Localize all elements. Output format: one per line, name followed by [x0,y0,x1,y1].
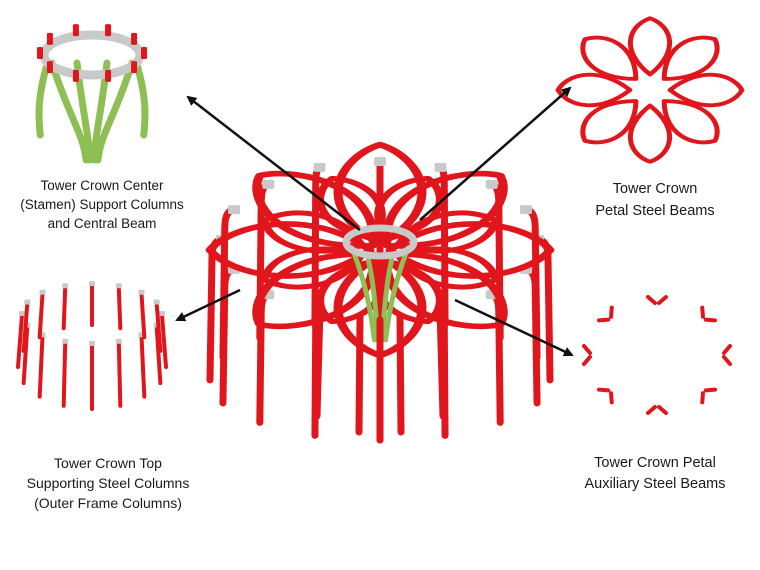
stamen-column [48,59,90,164]
arrow-to-center-view [186,95,361,231]
column-joint [519,205,532,215]
petal-steel-beam [580,35,639,81]
column-joint [138,289,145,295]
beam-stub [72,69,79,82]
auxiliary-steel-beam [646,295,668,305]
beam-stub [131,32,138,45]
auxiliary-steel-beam [582,344,592,366]
label-petal-steel-beams: Tower Crown Petal Steel Beams [595,181,715,219]
petal-steel-beam [382,170,508,249]
beam-stub [105,69,112,82]
petal-steel-beam [333,141,427,247]
outer-frame-column [37,334,45,399]
column-joint [19,311,25,316]
petal-steel-beam [382,251,508,330]
petal-steel-beam [628,103,672,164]
outer-frame-column [139,334,147,399]
auxiliary-steel-beam [700,387,717,405]
petal-steel-beam [628,16,672,77]
outer-frame-column [21,301,30,353]
petal-steel-beam [661,99,720,145]
callout-arrows [175,86,574,357]
column-joint [434,162,447,172]
outer-frame-column [116,340,123,408]
beam-stub [105,24,112,37]
auxiliary-steel-beam [646,405,668,415]
outer-frame-columns-view [16,281,168,411]
arrow-to-auxiliary-view [454,298,574,357]
assembled-tower-crown-model [205,141,555,444]
beam-stub [141,47,147,59]
inner-petal-beam [316,175,386,242]
front-column [396,312,405,436]
column-joint [159,311,165,316]
center-support-columns-view [35,24,149,164]
column-joint [39,289,46,295]
petal-steel-beam [205,221,375,279]
petal-steel-beam [252,251,378,330]
beam-stub [37,47,43,59]
column-joint [115,283,122,289]
column-joint [153,299,160,305]
stamen-column [133,61,149,139]
column-joint [89,281,95,286]
column-joint [62,338,69,344]
column-joint [115,338,122,344]
beam-stub [131,61,138,74]
column-joint [313,162,326,172]
petal-steel-beam [252,170,378,249]
outer-frame-column [116,285,123,331]
column-joint [62,283,69,289]
central-ring-beam [342,224,418,260]
petal-steel-beam [661,35,720,81]
label-center-support-columns: Tower Crown Center (Stamen) Support Colu… [20,178,184,231]
petal-steel-beams-view [555,16,745,164]
stamen-column [35,61,51,139]
front-column [355,312,364,436]
beam-stub [46,32,53,45]
petal-steel-beam [385,221,555,279]
petal-steel-beam [667,72,745,108]
outer-frame-column [16,313,24,369]
auxiliary-steel-beam [597,305,614,323]
column-joint [24,299,31,305]
outer-frame-column [61,340,68,408]
front-column [436,304,447,420]
stamen-column [349,245,377,343]
label-outer-frame-columns: Tower Crown Top Supporting Steel Columns… [26,455,190,511]
stamen-column [94,59,136,164]
front-column [313,304,324,420]
outer-frame-column [37,291,45,340]
auxiliary-steel-beam [722,344,732,366]
column-joint [262,179,275,189]
column-joint [485,179,498,189]
auxiliary-steel-beam [700,305,717,323]
auxiliary-steel-beams-view [582,295,732,415]
outer-frame-column [154,301,163,353]
column-joint [228,205,241,215]
beam-stub [72,24,79,37]
arrow-to-outer-view [175,288,241,322]
central-ring-beam [39,30,145,80]
column-joint [89,341,95,346]
column-joint [374,157,386,166]
label-auxiliary-steel-beams: Tower Crown Petal Auxiliary Steel Beams [584,455,726,492]
outer-frame-column [139,291,147,340]
petal-steel-beam [580,99,639,145]
outer-frame-column [61,285,68,331]
petal-steel-beam [555,72,633,108]
arrow-to-petal-view [419,86,572,221]
auxiliary-steel-beam [597,387,614,405]
beam-stub [46,61,53,74]
outer-frame-column [160,313,168,369]
stamen-column [383,245,411,343]
